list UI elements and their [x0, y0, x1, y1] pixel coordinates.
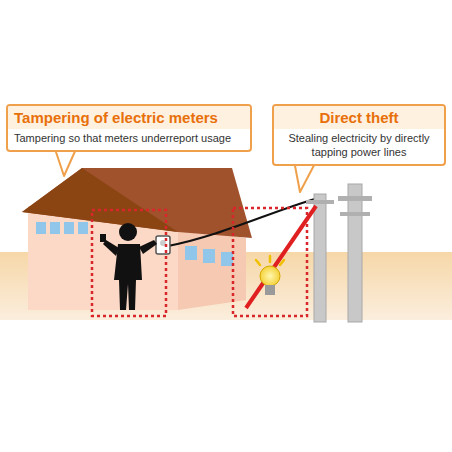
- callout-box: Tampering of electric metersTampering so…: [6, 104, 252, 152]
- illegal-tap-wire: [246, 206, 316, 308]
- electric-meter: [156, 236, 170, 254]
- person-silhouette: [100, 223, 157, 310]
- roof: [22, 168, 252, 238]
- light-bulb: [256, 256, 284, 295]
- callout-heading: Tampering of electric meters: [8, 106, 250, 129]
- house-side: [178, 228, 246, 310]
- highlight-frame: [92, 210, 166, 316]
- callout-heading: Direct theft: [274, 106, 444, 129]
- highlight-frame: [233, 208, 307, 316]
- callout-body: Tampering so that meters underreport usa…: [8, 129, 250, 150]
- callout-box: Direct theftStealing electricity by dire…: [272, 104, 446, 166]
- callout-body: Stealing electricity by directly tapping…: [274, 129, 444, 164]
- utility-poles: [306, 184, 372, 322]
